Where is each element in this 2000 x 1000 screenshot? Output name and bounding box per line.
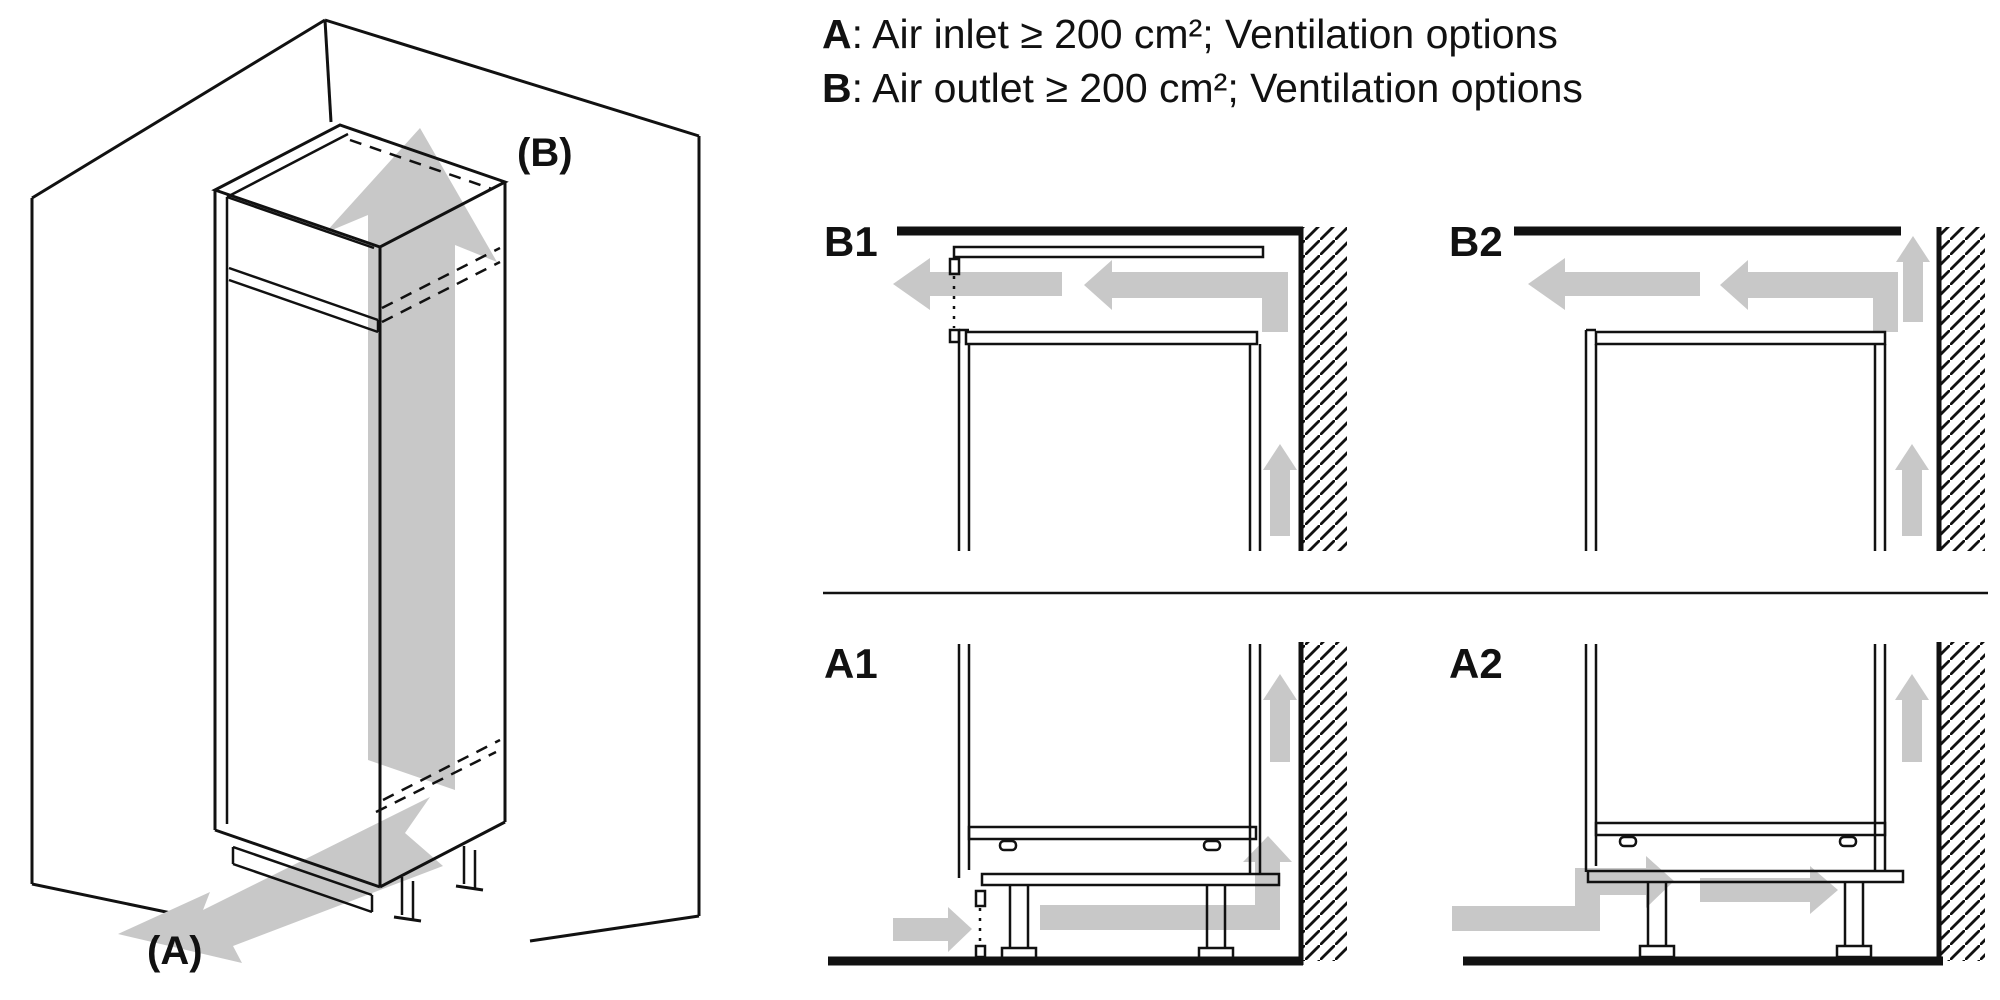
panel-a2-label: A2 bbox=[1449, 640, 1503, 687]
airflow-arrows-a2 bbox=[1452, 674, 1929, 931]
isometric-view: (B) (A) bbox=[30, 18, 701, 973]
legend-text-a: : Air inlet ≥ 200 cm²; Ventilation optio… bbox=[852, 11, 1558, 57]
panel-a1: A1 bbox=[824, 640, 1347, 966]
panel-b2: B2 bbox=[1449, 218, 1985, 551]
airflow-arrows-b1 bbox=[893, 258, 1297, 536]
inlet-label: (A) bbox=[147, 929, 203, 973]
cabinet-section-b1 bbox=[948, 245, 1265, 551]
panel-a1-label: A1 bbox=[824, 640, 878, 687]
legend-key-b: B bbox=[822, 65, 852, 111]
panel-b1: B1 bbox=[824, 218, 1347, 551]
legend-text-b: : Air outlet ≥ 200 cm²; Ventilation opti… bbox=[852, 65, 1583, 111]
wall-hatch-a2 bbox=[1941, 642, 1985, 961]
cabinet-plinth-and-feet bbox=[231, 845, 484, 923]
airflow-arrow-outlet bbox=[325, 128, 497, 790]
room-corner-walls bbox=[30, 18, 701, 943]
wall-hatch-a1 bbox=[1303, 642, 1347, 961]
legend-line-inlet: A: Air inlet ≥ 200 cm²; Ventilation opti… bbox=[822, 11, 1558, 57]
outlet-label: (B) bbox=[517, 131, 573, 175]
legend-key-a: A bbox=[822, 11, 852, 57]
appliance-niche-cabinet bbox=[211, 123, 509, 889]
airflow-arrows-a1 bbox=[893, 674, 1297, 952]
airflow-arrows-b2 bbox=[1528, 236, 1930, 536]
wall-hatch-b2 bbox=[1941, 227, 1985, 551]
panel-b1-label: B1 bbox=[824, 218, 878, 265]
legend: A: Air inlet ≥ 200 cm²; Ventilation opti… bbox=[822, 11, 1583, 111]
wall-hatch-b1 bbox=[1303, 227, 1347, 551]
cabinet-section-a2 bbox=[1584, 644, 1905, 959]
cabinet-hidden-edges bbox=[349, 138, 501, 814]
panel-a2: A2 bbox=[1449, 640, 1985, 966]
cabinet-section-a1 bbox=[957, 644, 1281, 961]
panel-b2-label: B2 bbox=[1449, 218, 1503, 265]
legend-line-outlet: B: Air outlet ≥ 200 cm²; Ventilation opt… bbox=[822, 65, 1583, 111]
cabinet-section-b2 bbox=[1584, 328, 1887, 551]
